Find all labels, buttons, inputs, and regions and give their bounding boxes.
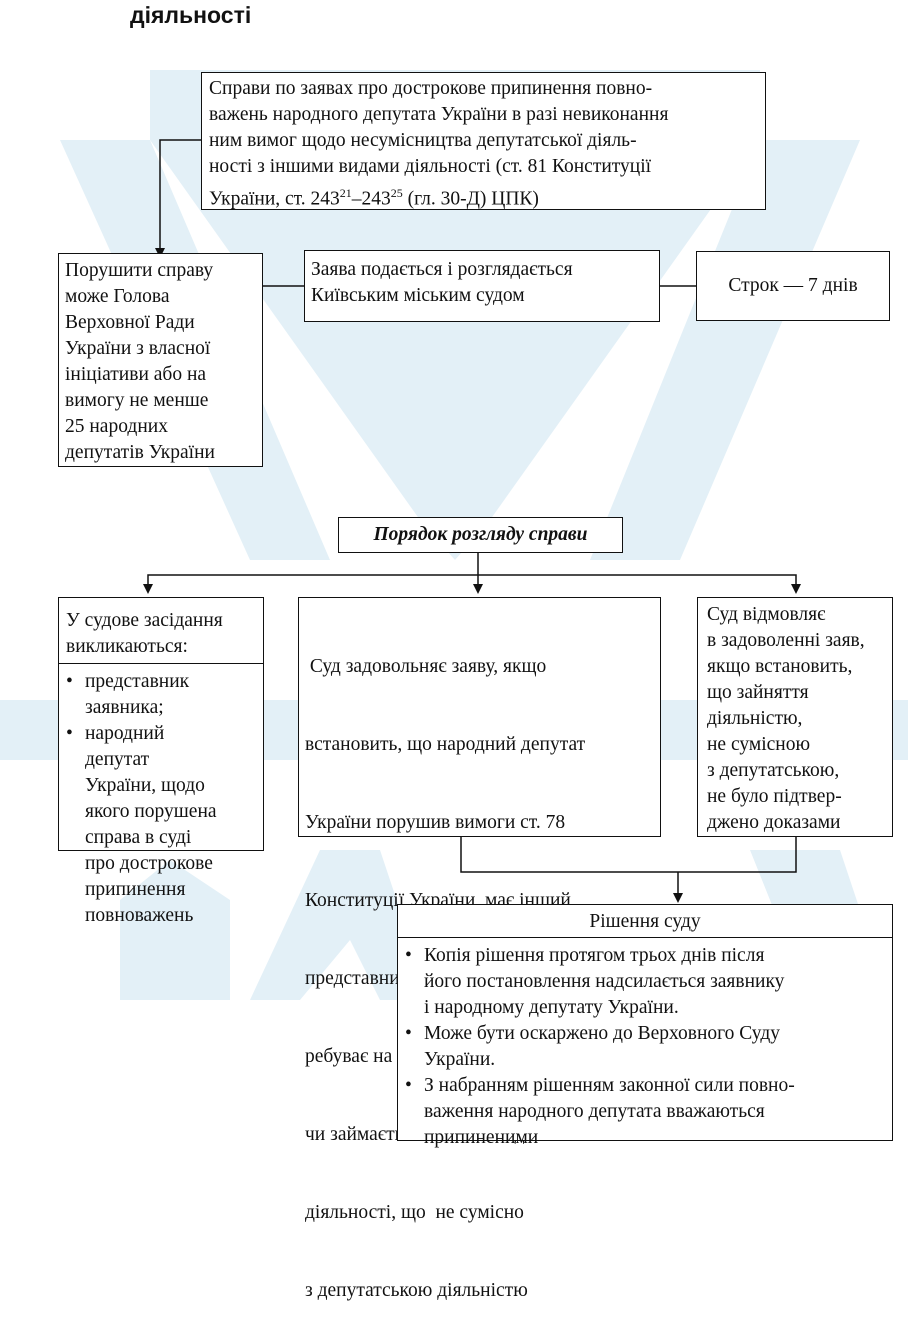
decision-list: Копія рішення протягом трьох днів після … xyxy=(398,938,892,1151)
term-box: Строк — 7 днів xyxy=(696,251,890,321)
summoned-item-applicant: представник заявника; xyxy=(59,669,263,721)
refuse-line-5: діяльністю, xyxy=(707,708,803,729)
case-subject-sup-2: 25 xyxy=(390,186,403,200)
page-heading: діяльності xyxy=(130,2,252,28)
decision-divider xyxy=(398,937,892,938)
decision-item-1-line-1: Копія рішення протягом трьох днів після xyxy=(424,945,765,966)
case-subject-sup-1: 21 xyxy=(339,186,352,200)
initiator-line-3: Верховної Ради xyxy=(65,312,195,333)
procedure-box: Порядок розгляду справи xyxy=(338,517,623,553)
case-subject-line-5: України, ст. 24321–24325 (гл. 30-Д) ЦПК) xyxy=(209,180,765,213)
summoned-divider xyxy=(59,663,263,664)
refuse-line-1: Суд відмовляє xyxy=(707,604,826,625)
summoned-item-2-line-2: депутат xyxy=(85,749,150,770)
case-subject-prefix: України, ст. 243 xyxy=(209,188,340,210)
refuse-line-2: в задоволенні заяв, xyxy=(707,630,865,651)
initiator-line-2: може Голова xyxy=(65,286,170,307)
decision-title: Рішення суду xyxy=(589,911,701,932)
decision-item-termination: З набранням рішенням законної сили повно… xyxy=(398,1073,892,1151)
summoned-item-2-line-1: народний xyxy=(85,723,165,744)
court-line-2: Київським міським судом xyxy=(311,285,525,306)
summoned-title-line-2: викликаються: xyxy=(66,636,188,657)
watermark-shape-right xyxy=(590,140,860,560)
case-subject-box: Справи по заявах про дострокове припинен… xyxy=(201,72,766,210)
refuse-line-6: не сумісною xyxy=(707,734,811,755)
satisfy-line-2: встановить, що народний депутат xyxy=(305,734,586,755)
case-subject-suffix: (гл. 30-Д) ЦПК) xyxy=(402,188,539,210)
summoned-item-deputy: народний депутат України, щодо якого пор… xyxy=(59,721,263,929)
summoned-box: У судове засідання викликаються: предста… xyxy=(58,597,264,926)
satisfy-line-8: діяльності, що не сумісно xyxy=(305,1202,524,1223)
initiator-box: Порушити справу може Голова Верховної Ра… xyxy=(58,253,263,467)
initiator-line-7: 25 народних xyxy=(65,416,168,437)
refuse-line-3: якщо встановить, xyxy=(707,656,853,677)
summoned-item-2-line-7: припинення xyxy=(85,879,186,900)
summoned-item-2-line-5: справа в суді xyxy=(85,827,192,848)
refuse-line-4: що зайняття xyxy=(707,682,809,703)
summoned-item-2-line-8: повноважень xyxy=(85,905,194,926)
summoned-item-2-line-4: якого порушена xyxy=(85,801,217,822)
decision-item-3-line-1: З набранням рішенням законної сили повно… xyxy=(424,1075,795,1096)
summoned-title-line-1: У судове засідання xyxy=(66,610,223,631)
satisfy-line-3: України порушив вимоги ст. 78 xyxy=(305,812,566,833)
case-subject-line-1: Справи по заявах про дострокове припинен… xyxy=(209,78,653,99)
summoned-item-2-line-6: про дострокове xyxy=(85,853,213,874)
summoned-item-2-line-3: України, щодо xyxy=(85,775,205,796)
decision-item-3-line-2: важення народного депутата вважаються xyxy=(424,1101,765,1122)
decision-item-2-line-1: Може бути оскаржено до Верховного Суду xyxy=(424,1023,780,1044)
case-subject-line-4: ності з іншими видами діяльності (ст. 81… xyxy=(209,156,652,177)
refuse-line-7: з депутатською, xyxy=(707,760,840,781)
decision-box: Рішення суду Копія рішення протягом трьо… xyxy=(397,904,893,1148)
case-subject-line-2: важень народного депутата України в разі… xyxy=(209,104,669,125)
satisfy-line-1: Суд задовольняє заяву, якщо xyxy=(305,656,547,677)
initiator-line-6: вимогу не менше xyxy=(65,390,209,411)
summoned-item-1-line-2: заявника; xyxy=(85,697,164,718)
satisfy-line-9: з депутатською діяльністю xyxy=(305,1280,528,1301)
decision-item-appeal: Може бути оскаржено до Верховного Суду У… xyxy=(398,1021,892,1073)
term-text: Строк — 7 днів xyxy=(728,275,858,296)
court-box: Заява подається і розглядається Київськи… xyxy=(304,250,660,322)
case-subject-dash: –243 xyxy=(351,188,391,210)
watermark-letter-a xyxy=(250,850,430,1000)
initiator-line-1: Порушити справу xyxy=(65,260,214,281)
summoned-item-1-line-1: представник xyxy=(85,671,190,692)
summoned-title: У судове засідання викликаються: xyxy=(59,598,263,663)
procedure-text: Порядок розгляду справи xyxy=(373,524,588,545)
initiator-line-5: ініціативи або на xyxy=(65,364,207,385)
decision-item-1-line-2: його постановлення надсилається заявнику xyxy=(424,971,785,992)
refuse-line-9: джено доказами xyxy=(707,812,841,833)
refuse-line-8: не було підтвер- xyxy=(707,786,842,807)
decision-item-copy: Копія рішення протягом трьох днів після … xyxy=(398,943,892,1021)
court-line-1: Заява подається і розглядається xyxy=(311,259,573,280)
summoned-list: представник заявника; народний депутат У… xyxy=(59,664,263,929)
refuse-box: Суд відмовляє в задоволенні заяв, якщо в… xyxy=(697,597,893,837)
decision-item-2-line-2: України. xyxy=(424,1049,496,1070)
case-subject-line-3: ним вимог щодо несумісництва депутатсько… xyxy=(209,130,637,151)
decision-item-3-line-3: припиненими xyxy=(424,1127,539,1148)
initiator-line-4: України з власної xyxy=(65,338,211,359)
initiator-line-8: депутатів України xyxy=(65,442,215,463)
decision-item-1-line-3: і народному депутату України. xyxy=(424,997,679,1018)
satisfy-box: Суд задовольняє заяву, якщо встановить, … xyxy=(298,597,661,1301)
